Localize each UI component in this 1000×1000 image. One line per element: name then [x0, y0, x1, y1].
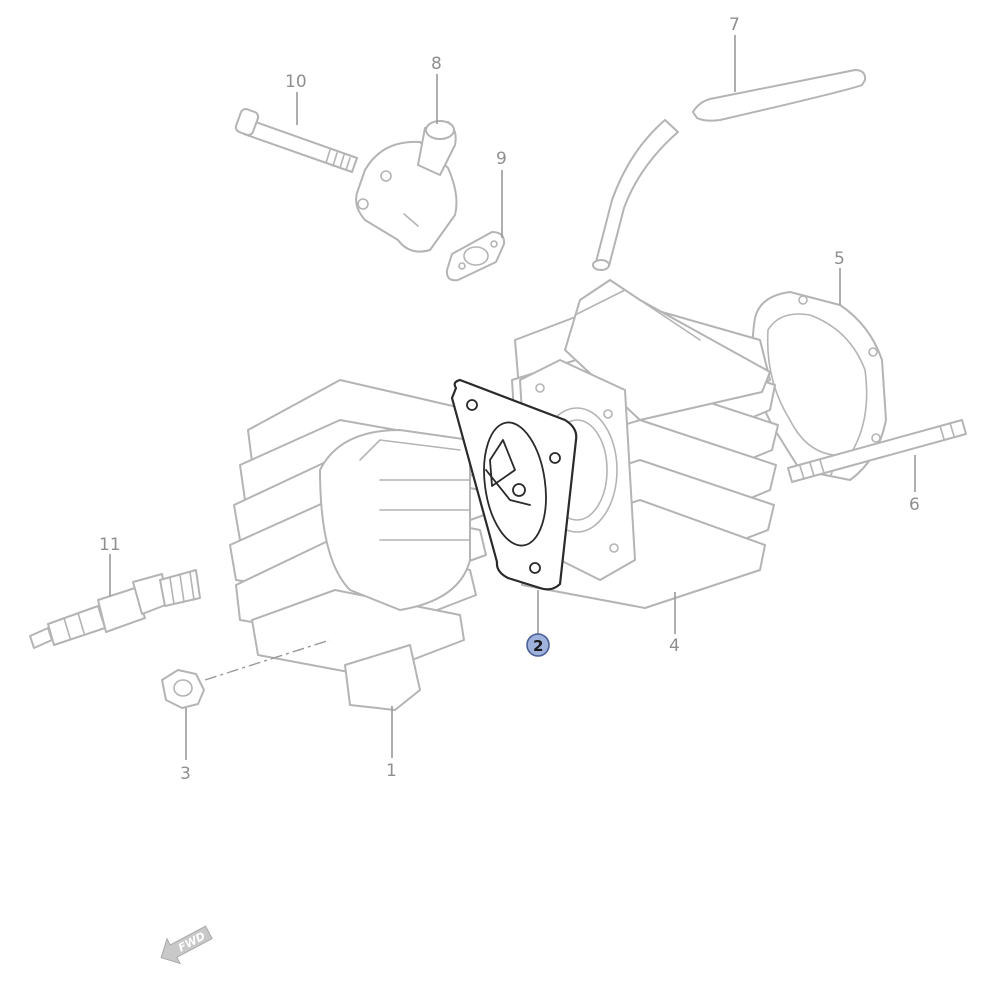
arrow-left-icon — [160, 925, 213, 965]
part-5-base-gasket[interactable] — [751, 291, 887, 481]
callout-10: 10 — [285, 72, 307, 92]
callout-11: 11 — [99, 535, 121, 555]
callout-2: 2 — [533, 637, 543, 655]
callout-4: 4 — [669, 636, 680, 656]
callout-2-highlighted[interactable]: 2 — [526, 633, 550, 657]
part-2-head-gasket[interactable] — [450, 378, 578, 591]
part-9-gasket[interactable] — [445, 231, 506, 282]
callout-labels: 10 8 9 7 5 6 4 1 3 11 — [99, 15, 920, 784]
callout-6: 6 — [909, 495, 920, 515]
part-6-stud[interactable] — [787, 419, 967, 483]
part-8-elbow[interactable] — [355, 120, 458, 253]
part-11-spark-plug[interactable] — [29, 569, 201, 649]
fwd-indicator: FWD — [160, 925, 213, 965]
callout-7: 7 — [729, 15, 740, 35]
callout-1: 1 — [386, 761, 397, 781]
part-4-cylinder[interactable] — [509, 279, 779, 609]
callout-3: 3 — [180, 764, 191, 784]
part-10-bolt[interactable] — [234, 108, 358, 173]
callout-8: 8 — [431, 54, 442, 74]
callout-5: 5 — [834, 249, 845, 269]
part-1-cylinder-head[interactable] — [229, 379, 487, 711]
part-3-nut[interactable] — [161, 669, 205, 709]
callout-9: 9 — [496, 149, 507, 169]
leader-lines — [109, 35, 916, 760]
part-7-hose[interactable] — [592, 69, 867, 271]
